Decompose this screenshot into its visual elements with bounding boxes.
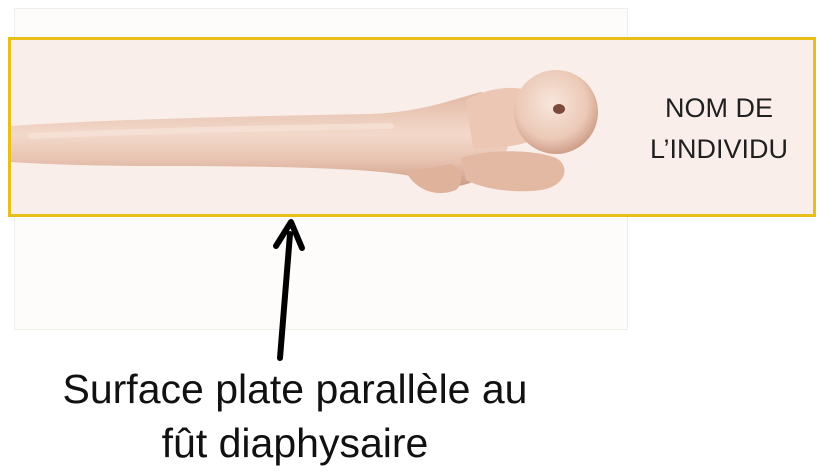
caption-line-2: fût diaphysaire xyxy=(0,416,590,470)
femur-bone-illustration xyxy=(11,40,611,214)
label-line-1: NOM DE xyxy=(634,88,804,129)
caption: Surface plate parallèle au fût diaphysai… xyxy=(0,362,590,470)
up-arrow-icon xyxy=(250,216,330,366)
individual-name-label: NOM DE L’INDIVIDU xyxy=(634,88,804,170)
caption-line-1: Surface plate parallèle au xyxy=(0,362,590,416)
label-line-2: L’INDIVIDU xyxy=(634,129,804,170)
